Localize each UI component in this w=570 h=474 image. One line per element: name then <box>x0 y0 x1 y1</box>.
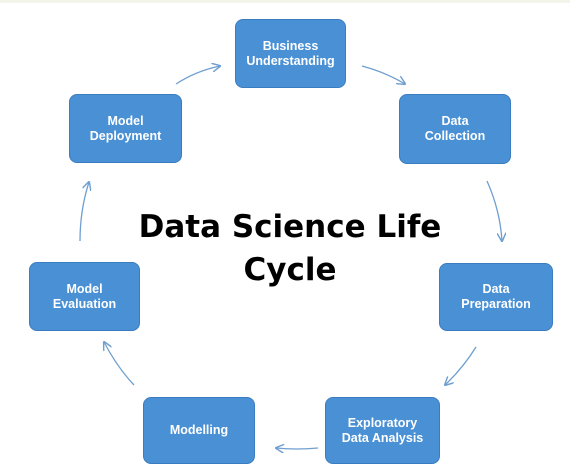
node-data-preparation: Data Preparation <box>439 263 553 331</box>
node-business-understanding: Business Understanding <box>235 19 346 88</box>
node-data-collection: Data Collection <box>399 94 511 164</box>
diagram-title: Data Science Life Cycle <box>138 209 442 288</box>
arrow-modelling-to-evaluation <box>104 342 135 386</box>
arrow-deployment-to-business <box>175 66 220 85</box>
node-model-evaluation: Model Evaluation <box>29 262 140 331</box>
arrow-preparation-to-eda <box>445 346 477 385</box>
arrow-eda-to-modelling <box>276 448 319 449</box>
node-model-deployment: Model Deployment <box>69 94 182 163</box>
arrow-collection-to-preparation <box>486 180 502 241</box>
node-exploratory-data-analysis: Exploratory Data Analysis <box>325 397 440 464</box>
arrow-business-to-collection <box>361 65 405 84</box>
node-modelling: Modelling <box>143 397 255 464</box>
arrow-evaluation-to-deployment <box>79 182 89 242</box>
top-strip <box>0 0 570 3</box>
